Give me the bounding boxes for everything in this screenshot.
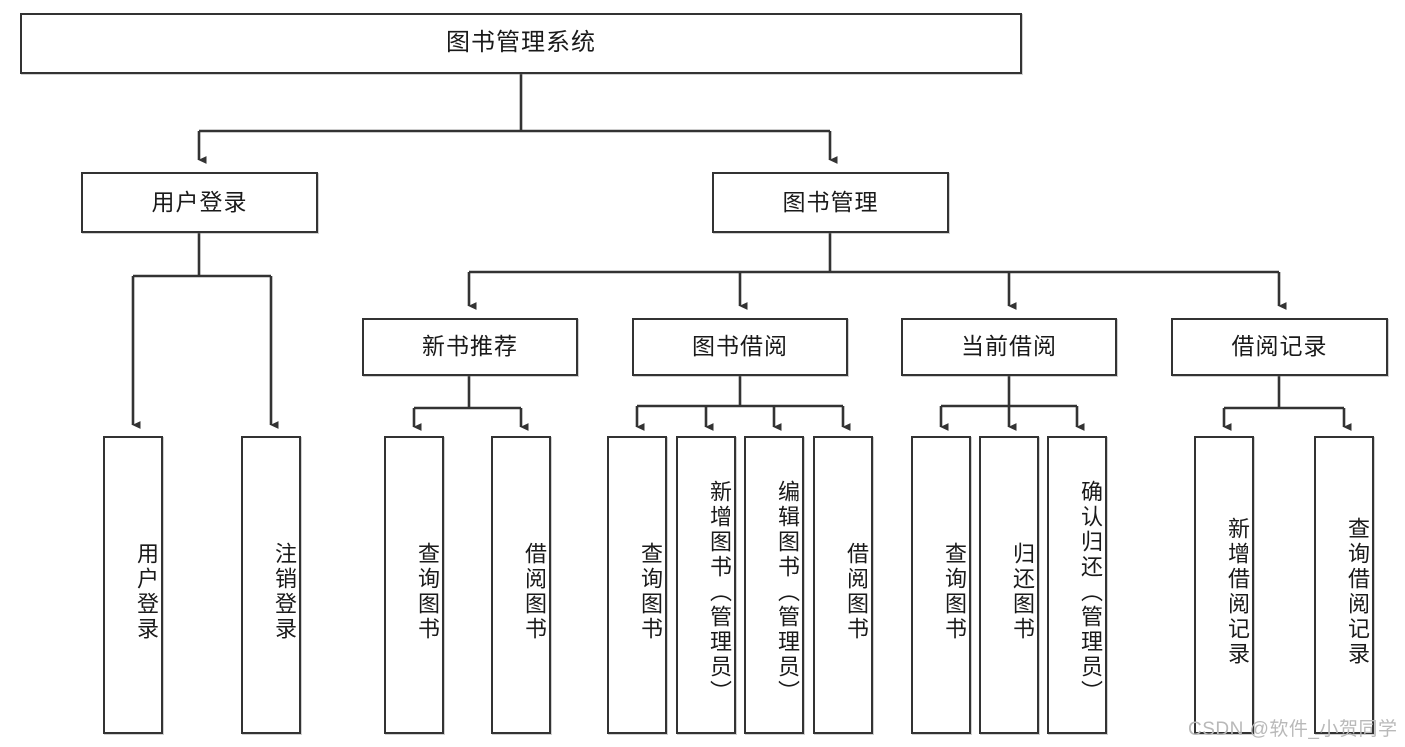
node-book-borrowing[interactable]: 图书借阅 <box>632 318 848 376</box>
leaf-user-login[interactable]: 用户登录 <box>103 436 163 734</box>
leaf-nbr-borrow-book[interactable]: 借阅图书 <box>491 436 551 734</box>
leaf-nbr-borrow-book-label: 借阅图书 <box>522 542 547 642</box>
leaf-bb-borrow-book[interactable]: 借阅图书 <box>813 436 873 734</box>
node-new-book-recommendation[interactable]: 新书推荐 <box>362 318 578 376</box>
leaf-br-add-record[interactable]: 新增借阅记录 <box>1194 436 1254 734</box>
leaf-nbr-query-book-label: 查询图书 <box>415 542 440 642</box>
leaf-cb-query-book-label: 查询图书 <box>942 542 967 642</box>
node-book-management[interactable]: 图书管理 <box>712 172 949 233</box>
leaf-logout-label: 注销登录 <box>272 542 297 642</box>
leaf-bb-add-book-admin-label: 新增图书（管理员） <box>707 479 732 705</box>
leaf-br-add-record-label: 新增借阅记录 <box>1225 517 1250 667</box>
leaf-cb-query-book[interactable]: 查询图书 <box>911 436 971 734</box>
leaf-nbr-query-book[interactable]: 查询图书 <box>384 436 444 734</box>
leaf-cb-confirm-return-admin[interactable]: 确认归还（管理员） <box>1047 436 1107 734</box>
leaf-cb-return-book[interactable]: 归还图书 <box>979 436 1039 734</box>
leaf-bb-edit-book-admin[interactable]: 编辑图书（管理员） <box>744 436 804 734</box>
leaf-bb-add-book-admin[interactable]: 新增图书（管理员） <box>676 436 736 734</box>
leaf-br-query-record[interactable]: 查询借阅记录 <box>1314 436 1374 734</box>
node-borrow-records[interactable]: 借阅记录 <box>1171 318 1388 376</box>
leaf-bb-query-book[interactable]: 查询图书 <box>607 436 667 734</box>
node-current-borrowing[interactable]: 当前借阅 <box>901 318 1117 376</box>
leaf-cb-confirm-return-admin-label: 确认归还（管理员） <box>1078 479 1103 705</box>
leaf-logout[interactable]: 注销登录 <box>241 436 301 734</box>
leaf-bb-borrow-book-label: 借阅图书 <box>844 542 869 642</box>
node-user-login[interactable]: 用户登录 <box>81 172 318 233</box>
csdn-watermark: CSDN @软件_小贺同学 <box>1188 719 1398 740</box>
leaf-bb-edit-book-admin-label: 编辑图书（管理员） <box>775 479 800 705</box>
leaf-user-login-label: 用户登录 <box>134 542 159 642</box>
leaf-cb-return-book-label: 归还图书 <box>1010 542 1035 642</box>
leaf-br-query-record-label: 查询借阅记录 <box>1345 517 1370 667</box>
leaf-bb-query-book-label: 查询图书 <box>638 542 663 642</box>
node-root-book-management-system[interactable]: 图书管理系统 <box>20 13 1022 74</box>
